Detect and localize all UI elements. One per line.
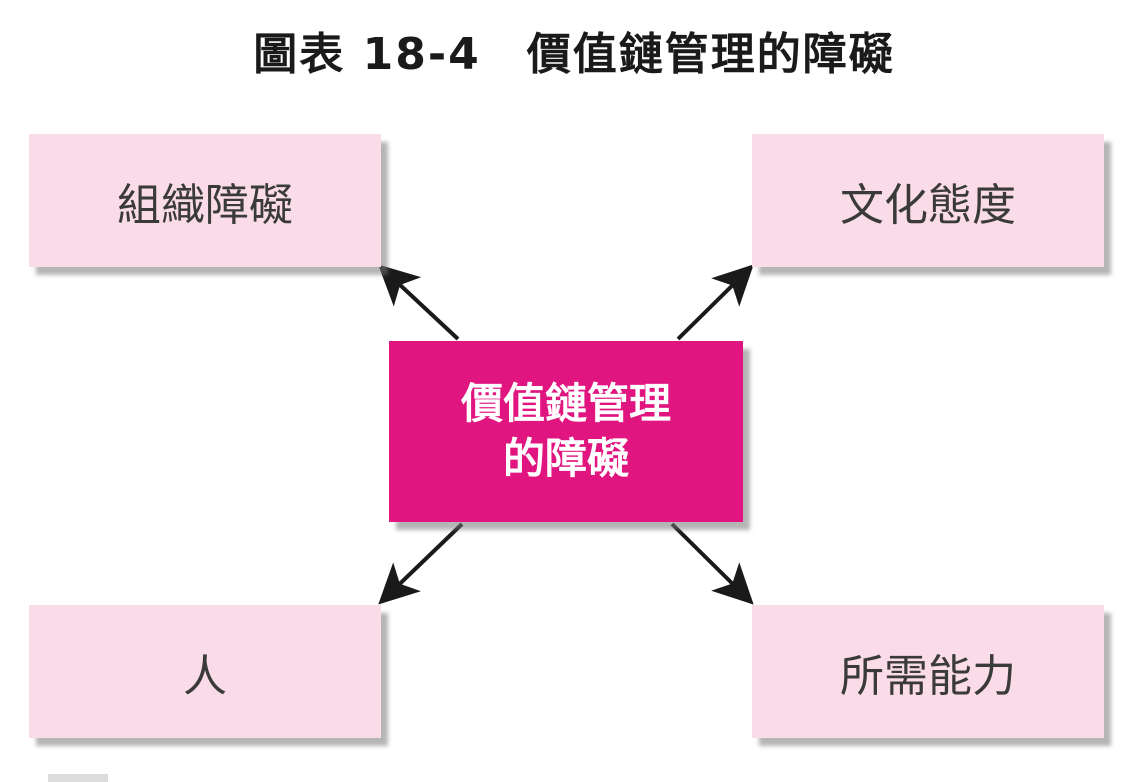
center-box: 價值鏈管理 的障礙 bbox=[389, 341, 743, 522]
arrow-cultural-attitudes bbox=[676, 264, 754, 341]
center-box-line2: 的障礙 bbox=[502, 433, 629, 483]
arrow-organizational-barriers bbox=[378, 264, 460, 341]
box-people: 人 bbox=[29, 605, 381, 738]
box-organizational-barriers-label: 組織障礙 bbox=[117, 179, 293, 231]
footer-mark bbox=[48, 774, 108, 782]
figure-title: 圖表 18-4 價值鏈管理的障礙 bbox=[253, 29, 895, 80]
box-required-capabilities: 所需能力 bbox=[752, 605, 1104, 738]
box-people-label: 人 bbox=[183, 650, 227, 702]
box-cultural-attitudes-label: 文化態度 bbox=[840, 179, 1016, 231]
box-organizational-barriers: 組織障礙 bbox=[29, 134, 381, 267]
arrow-people bbox=[378, 522, 464, 605]
center-box-line1: 價值鏈管理 bbox=[460, 378, 671, 428]
arrow-required-capabilities bbox=[670, 522, 754, 605]
box-required-capabilities-label: 所需能力 bbox=[840, 650, 1016, 702]
box-cultural-attitudes: 文化態度 bbox=[752, 134, 1104, 267]
